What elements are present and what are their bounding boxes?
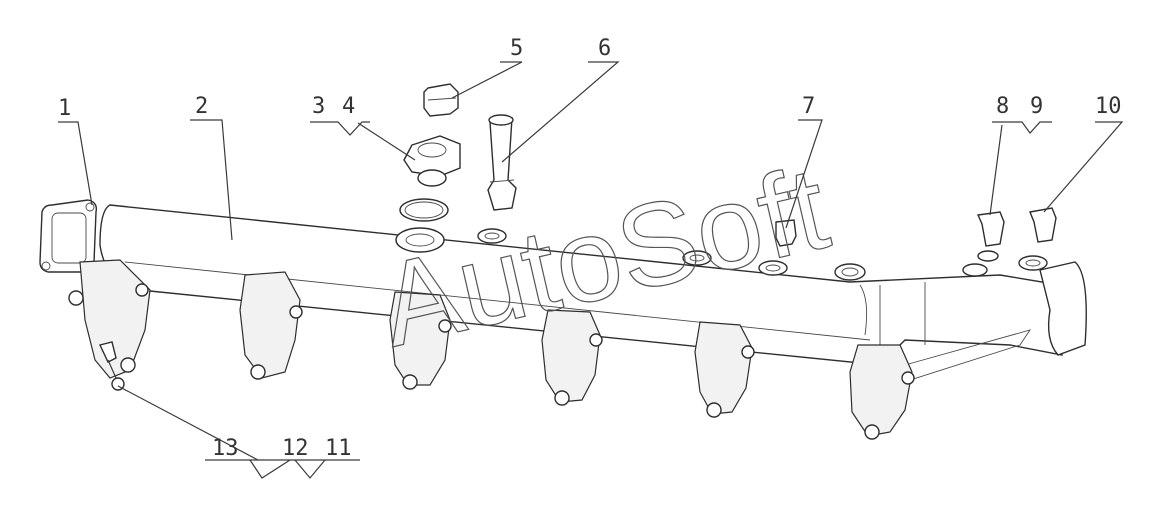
callout-3: 3 [312, 94, 325, 119]
callout-4: 4 [342, 94, 355, 119]
bolt-part-10 [1029, 207, 1057, 243]
callout-13: 13 [212, 436, 239, 461]
callout-1: 1 [58, 96, 71, 121]
callout-5: 5 [510, 36, 523, 61]
hex-nut-part-4 [403, 135, 461, 187]
callout-6: 6 [598, 36, 611, 61]
callout-10: 10 [1095, 94, 1122, 119]
callout-2: 2 [195, 94, 208, 119]
callout-12: 12 [282, 436, 309, 461]
seal-ring-part-3 [399, 198, 449, 222]
bolt-part-7 [775, 219, 797, 247]
pipe-fitting-part-6 [487, 114, 517, 211]
injector-clamps [68, 259, 915, 440]
callout-labels: 1 2 3 4 5 6 7 8 9 10 11 12 13 [58, 36, 1122, 461]
callout-11: 11 [325, 436, 352, 461]
callout-7: 7 [802, 94, 815, 119]
plug-part-5 [423, 83, 459, 117]
callout-8: 8 [996, 94, 1009, 119]
leader-lines [58, 61, 1124, 479]
callout-9: 9 [1030, 94, 1043, 119]
manifold-tube [99, 204, 1087, 381]
port-bosses [395, 227, 1048, 281]
bolt-part-8 [976, 211, 1005, 262]
sensor-parts-11-13 [99, 341, 125, 391]
